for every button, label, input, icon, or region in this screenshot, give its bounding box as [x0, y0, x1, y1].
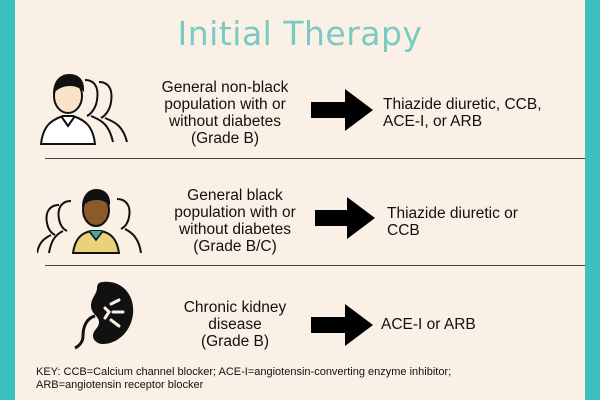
therapy-text-3: ACE-I or ARB [381, 316, 476, 333]
population-text-1: General non-black population with or wit… [161, 79, 289, 147]
therapy-text-1: Thiazide diuretic, CCB, ACE-I, or ARB [383, 96, 542, 130]
population-text-2: General black population with or without… [174, 187, 296, 255]
panel: Initial Therapy General non-black popula… [15, 0, 585, 400]
population-text-3: Chronic kidney disease (Grade B) [183, 299, 287, 350]
therapy-text-2: Thiazide diuretic or CCB [387, 205, 518, 239]
page-title: Initial Therapy [177, 14, 423, 53]
divider-2 [45, 265, 585, 266]
arrow-icon-3 [311, 304, 373, 346]
key-legend: KEY: CCB=Calcium channel blocker; ACE-I=… [36, 366, 452, 391]
people-group-icon [39, 74, 128, 145]
kidney-icon [74, 281, 134, 350]
people-group-black-icon [37, 189, 142, 254]
divider-1 [45, 158, 585, 159]
arrow-icon-2 [315, 197, 375, 239]
arrow-icon-1 [311, 89, 373, 131]
